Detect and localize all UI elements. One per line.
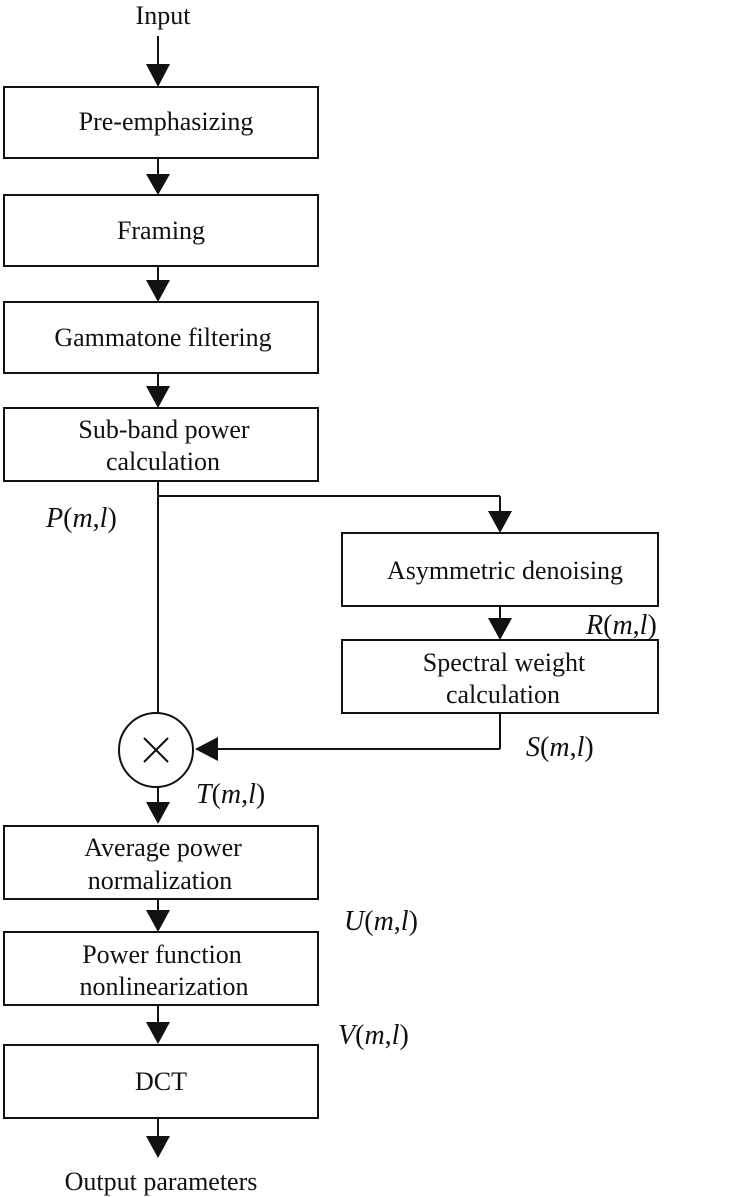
signal-label-t: T(m,l) [196, 779, 265, 810]
gammatone-filtering-label: Gammatone filtering [54, 323, 271, 352]
spectral-weight-box: Spectral weight calculation [341, 639, 659, 714]
signal-label-p: P(m,l) [45, 503, 117, 534]
asymmetric-denoising-box: Asymmetric denoising [341, 532, 659, 607]
arrow-spectral-to-multiplier [195, 713, 501, 761]
pre-emphasizing-box: Pre-emphasizing [3, 86, 319, 159]
arrow-framing-to-gammatone [146, 266, 170, 302]
dct-box: DCT [3, 1044, 319, 1119]
spectral-weight-label-line2: calculation [446, 680, 560, 709]
arrow-input-to-preemphasis [146, 36, 170, 87]
arrow-preemphasis-to-framing [146, 158, 170, 195]
arrow-asymmetric-to-spectral [488, 606, 512, 640]
subband-power-label-line1: Sub-band power [78, 415, 249, 444]
asymmetric-denoising-label: Asymmetric denoising [387, 556, 623, 585]
input-label: Input [136, 1, 192, 30]
arrow-powerfunc-to-dct [146, 1005, 170, 1044]
spectral-weight-label-line1: Spectral weight [423, 648, 586, 677]
arrow-gammatone-to-subband [146, 373, 170, 408]
average-power-label-line2: normalization [88, 866, 232, 895]
average-power-normalization-box: Average power normalization [3, 825, 319, 900]
framing-box: Framing [3, 194, 319, 267]
dct-label: DCT [135, 1067, 187, 1096]
subband-power-label-line2: calculation [106, 447, 220, 476]
power-function-label-line1: Power function [82, 940, 242, 969]
multiplier-node [118, 712, 194, 788]
power-function-box: Power function nonlinearization [3, 931, 319, 1006]
subband-power-box: Sub-band power calculation [3, 407, 319, 482]
signal-label-r: R(m,l) [585, 610, 657, 641]
average-power-label-line1: Average power [84, 833, 242, 862]
signal-label-s: S(m,l) [526, 732, 594, 763]
output-label: Output parameters [65, 1167, 258, 1196]
arrow-avgnorm-to-powerfunc [146, 899, 170, 932]
arrow-branch-to-asymmetric [158, 495, 512, 533]
power-function-label-line2: nonlinearization [80, 972, 249, 1001]
arrow-dct-to-output [146, 1118, 170, 1158]
framing-label: Framing [117, 216, 205, 245]
arrow-multiplier-to-avgnorm [146, 787, 170, 824]
signal-label-u: U(m,l) [344, 906, 418, 937]
signal-label-v: V(m,l) [338, 1020, 409, 1051]
gammatone-filtering-box: Gammatone filtering [3, 301, 319, 374]
pre-emphasizing-label: Pre-emphasizing [79, 107, 254, 136]
